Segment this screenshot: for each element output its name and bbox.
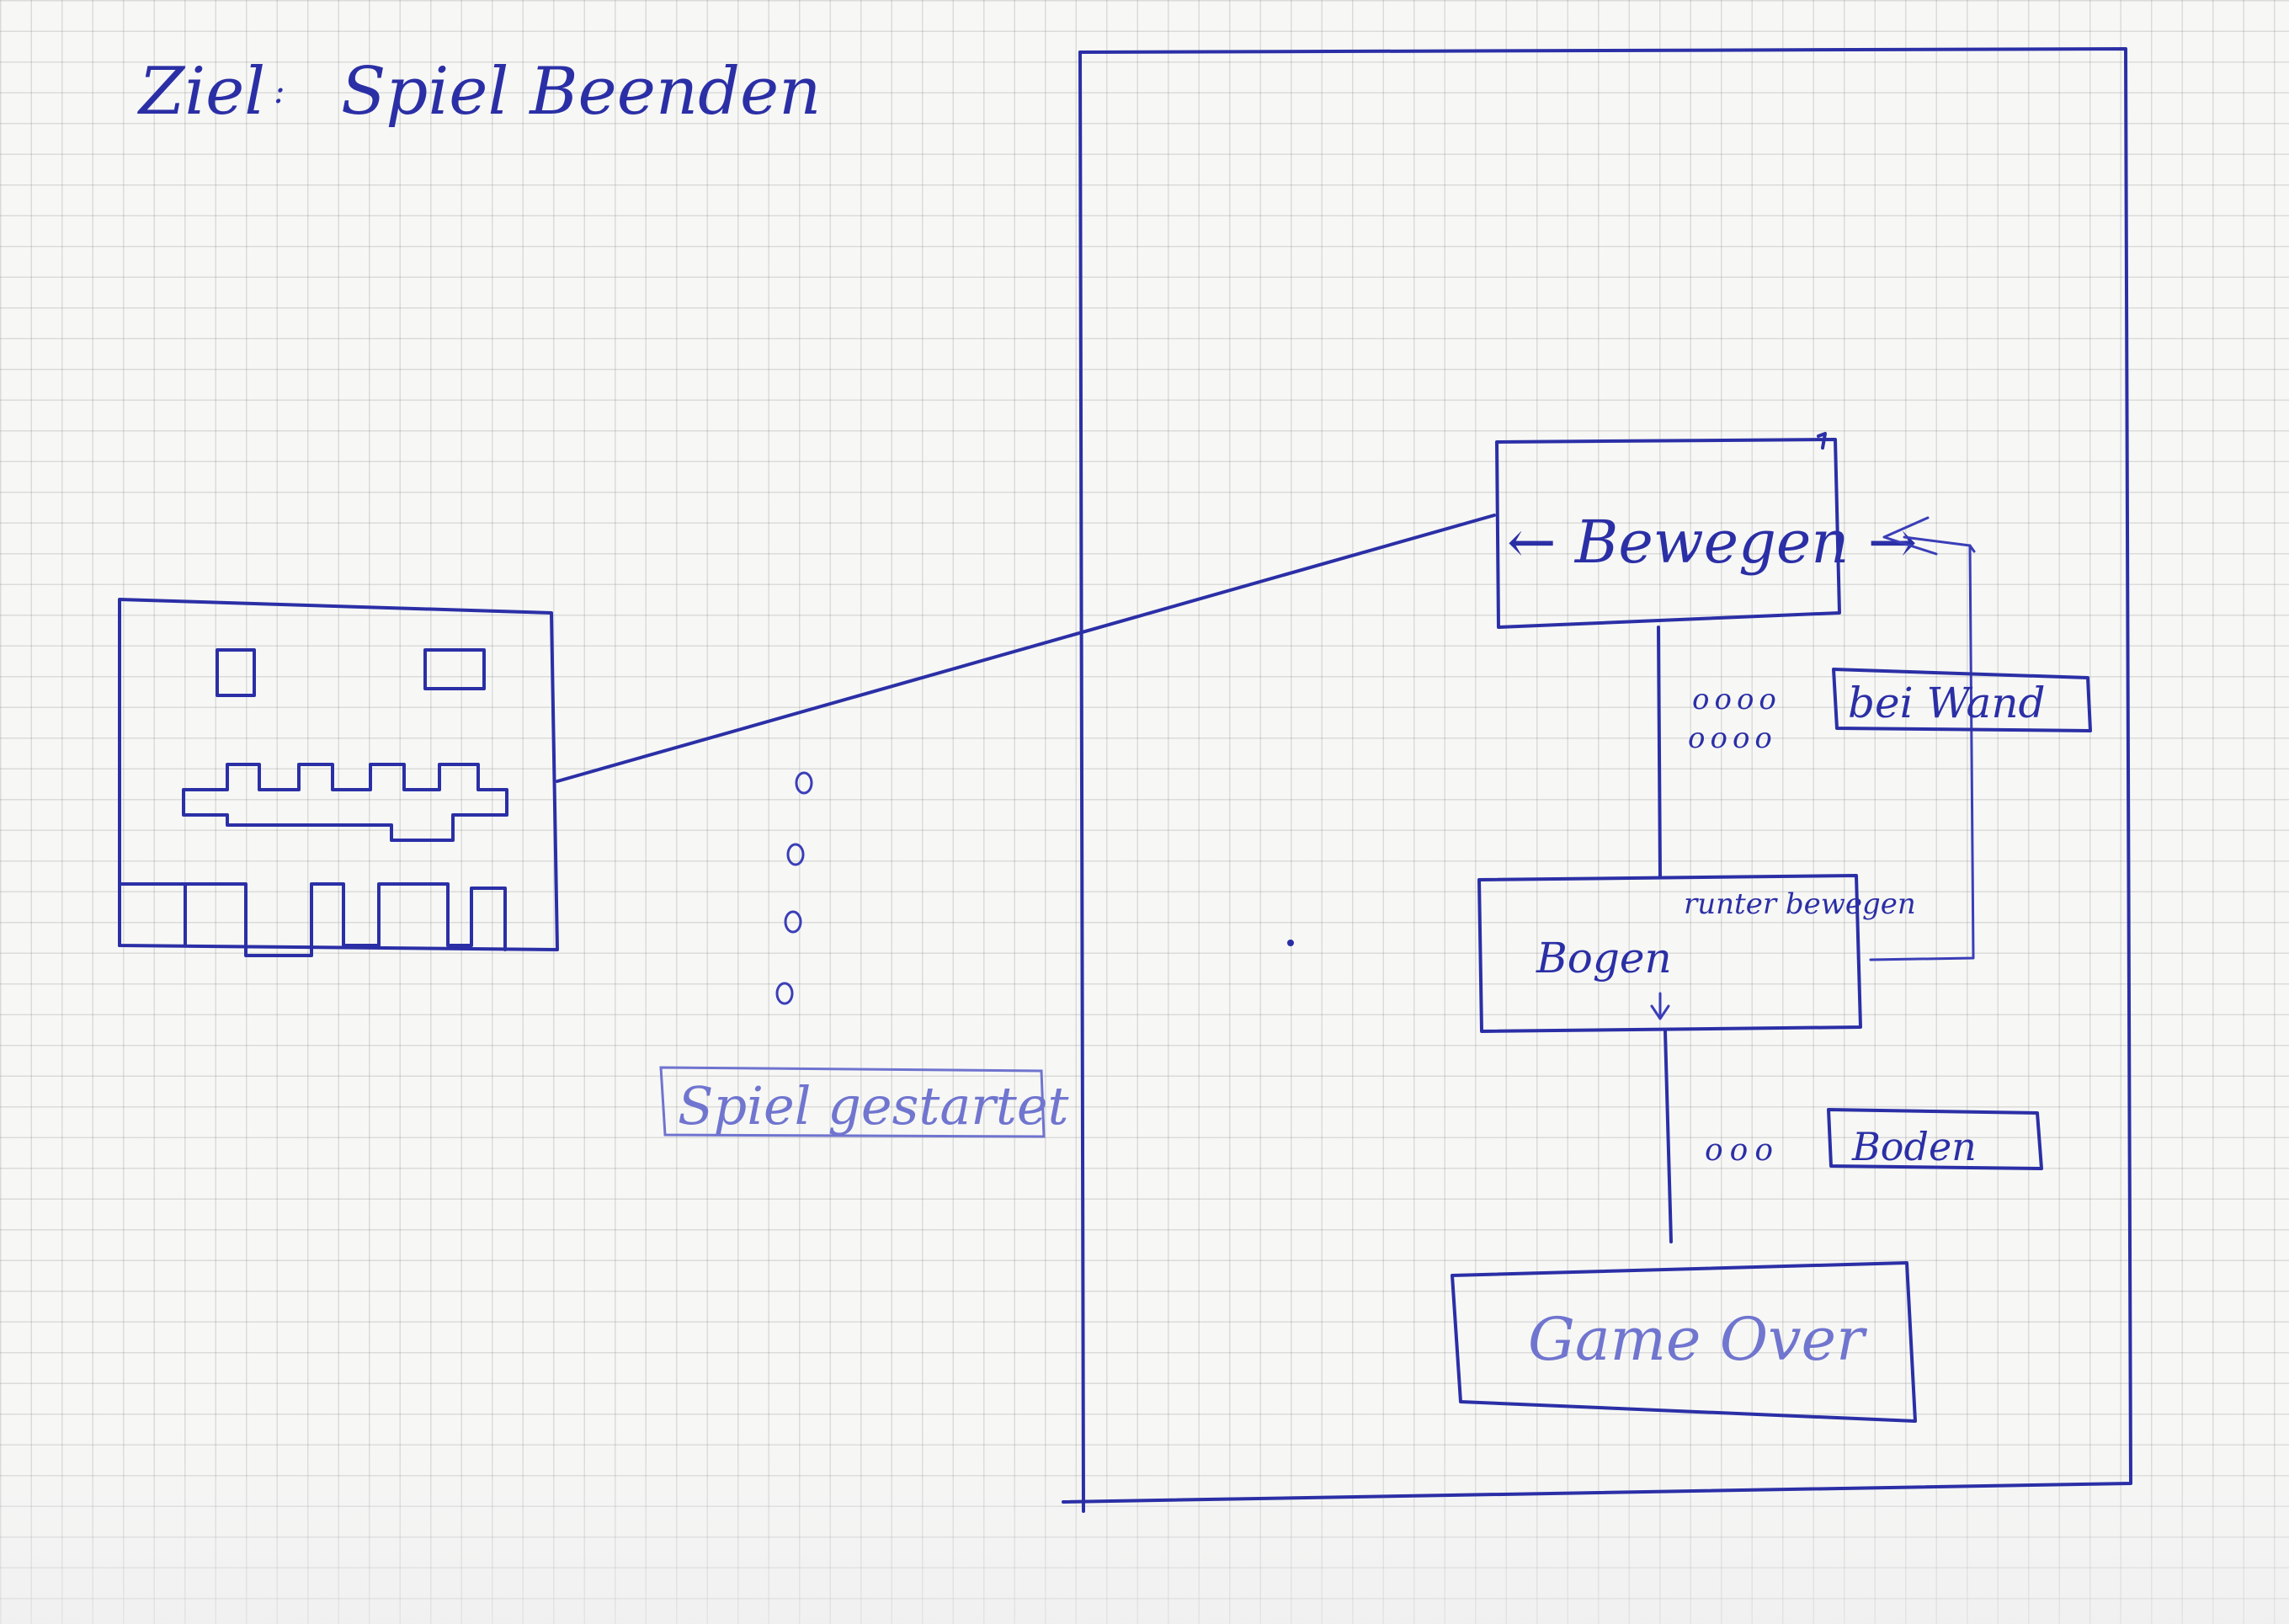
title-text: Spiel Beenden (341, 54, 821, 130)
stray-ink-dot (1287, 940, 1294, 946)
floor-condition: ooo Boden (1705, 1108, 2043, 1170)
move-label: ← Bewegen → (1507, 508, 1917, 577)
wall-dots-bottom: oooo (1688, 721, 1777, 755)
floor-label: Boden (1851, 1124, 1977, 1169)
floor-dots: ooo (1705, 1133, 1780, 1168)
wall-label: bei Wand (1848, 679, 2046, 727)
title-label: Ziel (136, 54, 265, 130)
game-over-box: Game Over (1451, 1261, 1917, 1423)
move-box: ← Bewegen → (1495, 432, 1917, 629)
start-caption: Spiel gestartet (678, 1075, 1069, 1137)
frame-left-edge (1078, 51, 1085, 1513)
bow-label-left: Bogen (1536, 934, 1672, 982)
loop-arrow (1869, 516, 1976, 961)
start-caption-box: Spiel gestartet (659, 1066, 1069, 1138)
bow-box: Bogen runter bewegen (1477, 874, 1916, 1033)
monster-face-icon (118, 598, 559, 957)
connector-bow-gameover (1664, 1030, 1673, 1243)
wall-condition: oooo oooo bei Wand (1688, 668, 2092, 755)
bow-label-right: runter bewegen (1684, 887, 1916, 921)
paper-shadow (0, 1431, 2289, 1624)
frame-outline (1062, 47, 2132, 1504)
start-dots (775, 771, 813, 1005)
phone-frame (1062, 47, 2132, 1513)
connector-line (556, 514, 1496, 783)
connector-move-bow (1657, 626, 1662, 879)
game-over-label: Game Over (1528, 1305, 1867, 1374)
title-group: Ziel : Spiel Beenden (136, 54, 821, 130)
title-separator: : (274, 72, 285, 111)
wall-dots-top: oooo (1692, 683, 1781, 716)
